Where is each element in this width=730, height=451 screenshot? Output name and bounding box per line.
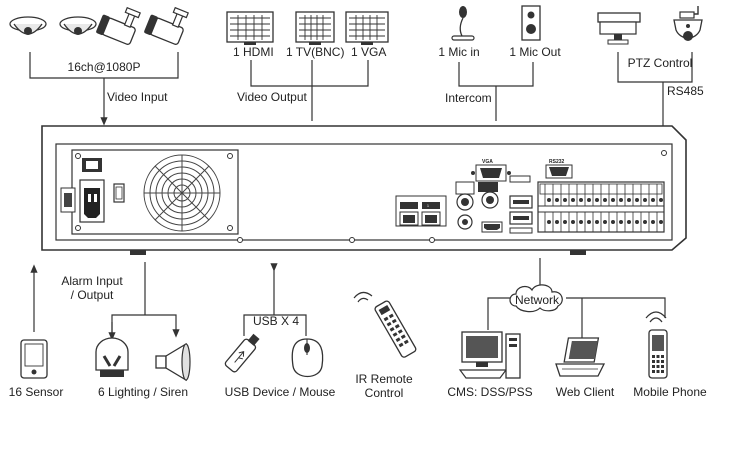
remote-control-icon [353, 291, 417, 358]
usb-device-mouse-label: USB Device / Mouse [224, 385, 336, 399]
mouse-icon [291, 338, 324, 378]
microphone-icon [451, 6, 475, 41]
speed-dome-icon [673, 6, 703, 41]
rs232-port [545, 164, 573, 179]
usb-stick-icon [224, 333, 260, 373]
io-port-cluster: 1 [395, 195, 447, 227]
bullet-camera-icon [96, 6, 141, 45]
vga-label: 1 VGA [351, 45, 387, 59]
ptz-camera-icon [597, 12, 641, 45]
power-switch [82, 158, 102, 172]
monitor-icon [226, 11, 274, 45]
dome-camera-icon [59, 16, 97, 35]
ptz-control-label: PTZ Control [627, 56, 693, 70]
network-cloud-icon [509, 284, 563, 313]
sensor-icon [20, 339, 48, 379]
speaker-icon [521, 5, 541, 41]
sensor-label: 16 Sensor [8, 385, 64, 399]
terminal-block [537, 181, 665, 233]
lighting-siren-label: 6 Lighting / Siren [97, 385, 189, 399]
laptop-icon [555, 337, 606, 377]
ir-remote-label-line2: Control [364, 386, 404, 400]
tv-bnc-label: 1 TV(BNC) [286, 45, 345, 59]
network-label: Network [514, 293, 560, 307]
rs485-label: RS485 [667, 84, 704, 98]
mobile-phone-icon [645, 311, 668, 379]
mic-out-label: 1 Mic Out [509, 45, 561, 59]
usb-ports [509, 175, 533, 234]
vga-port-label: VGA [482, 159, 493, 165]
rs232-port-label: RS232 [549, 159, 565, 165]
web-client-label: Web Client [555, 385, 615, 399]
mic-in-label: 1 Mic in [438, 45, 480, 59]
intercom-label: Intercom [445, 91, 492, 105]
hdmi-label: 1 HDMI [233, 45, 274, 59]
light-icon [95, 337, 129, 377]
hdmi-port [481, 221, 503, 233]
desktop-computer-icon [458, 331, 521, 379]
monitor-icon [295, 11, 335, 45]
alarm-io-label-line2: / Output [70, 288, 114, 302]
monitor-icon [345, 11, 389, 45]
cms-label: CMS: DSS/PSS [447, 385, 533, 399]
vga-port [471, 164, 511, 182]
alarm-io-label-line1: Alarm Input [61, 274, 123, 288]
cameras-label: 16ch@1080P [67, 60, 141, 74]
power-socket [60, 179, 105, 223]
fan-grille [143, 154, 221, 232]
video-input-label: Video Input [107, 90, 168, 104]
video-output-label: Video Output [237, 90, 307, 104]
siren-icon [155, 342, 191, 382]
svg-text:1: 1 [427, 204, 429, 208]
usb-x4-label: USB X 4 [252, 314, 300, 328]
fuse-holder [113, 183, 125, 203]
mobile-phone-label: Mobile Phone [633, 385, 707, 399]
audio-jacks [455, 181, 499, 230]
bullet-camera-icon [144, 6, 189, 45]
dome-camera-icon [9, 16, 47, 35]
ir-remote-label-line1: IR Remote [355, 372, 413, 386]
